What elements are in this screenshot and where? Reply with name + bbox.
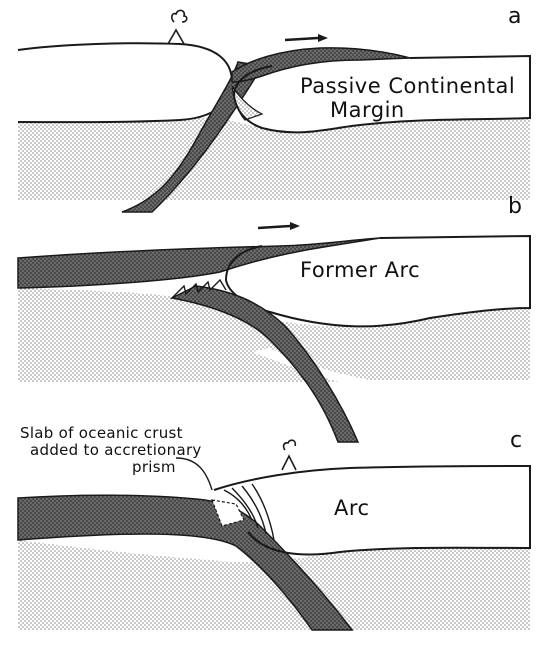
panel-b-label: Former Arc: [300, 258, 420, 282]
annotation-line2: added to accretionary: [30, 442, 202, 459]
annotation-leader: [176, 458, 212, 490]
panel-a-label-line1: Passive Continental: [300, 74, 515, 98]
volcano-icon: [168, 10, 187, 44]
annotation-line3: prism: [132, 459, 176, 476]
annotation-line1: Slab of oceanic crust: [20, 425, 183, 442]
panel-c-letter: c: [510, 428, 522, 453]
panel-a: [18, 10, 530, 212]
panel-a-label-line2: Margin: [330, 98, 405, 122]
thrust-arrow-icon: [285, 34, 328, 42]
panel-b-letter: b: [508, 194, 522, 219]
volcano-icon: [282, 440, 296, 470]
panel-a-left-block: [18, 43, 232, 122]
panel-b: [18, 222, 530, 442]
thrust-arrow-icon: [258, 222, 300, 230]
panel-c: [18, 440, 530, 630]
panel-a-letter: a: [508, 4, 521, 29]
panel-c-label: Arc: [334, 496, 370, 520]
